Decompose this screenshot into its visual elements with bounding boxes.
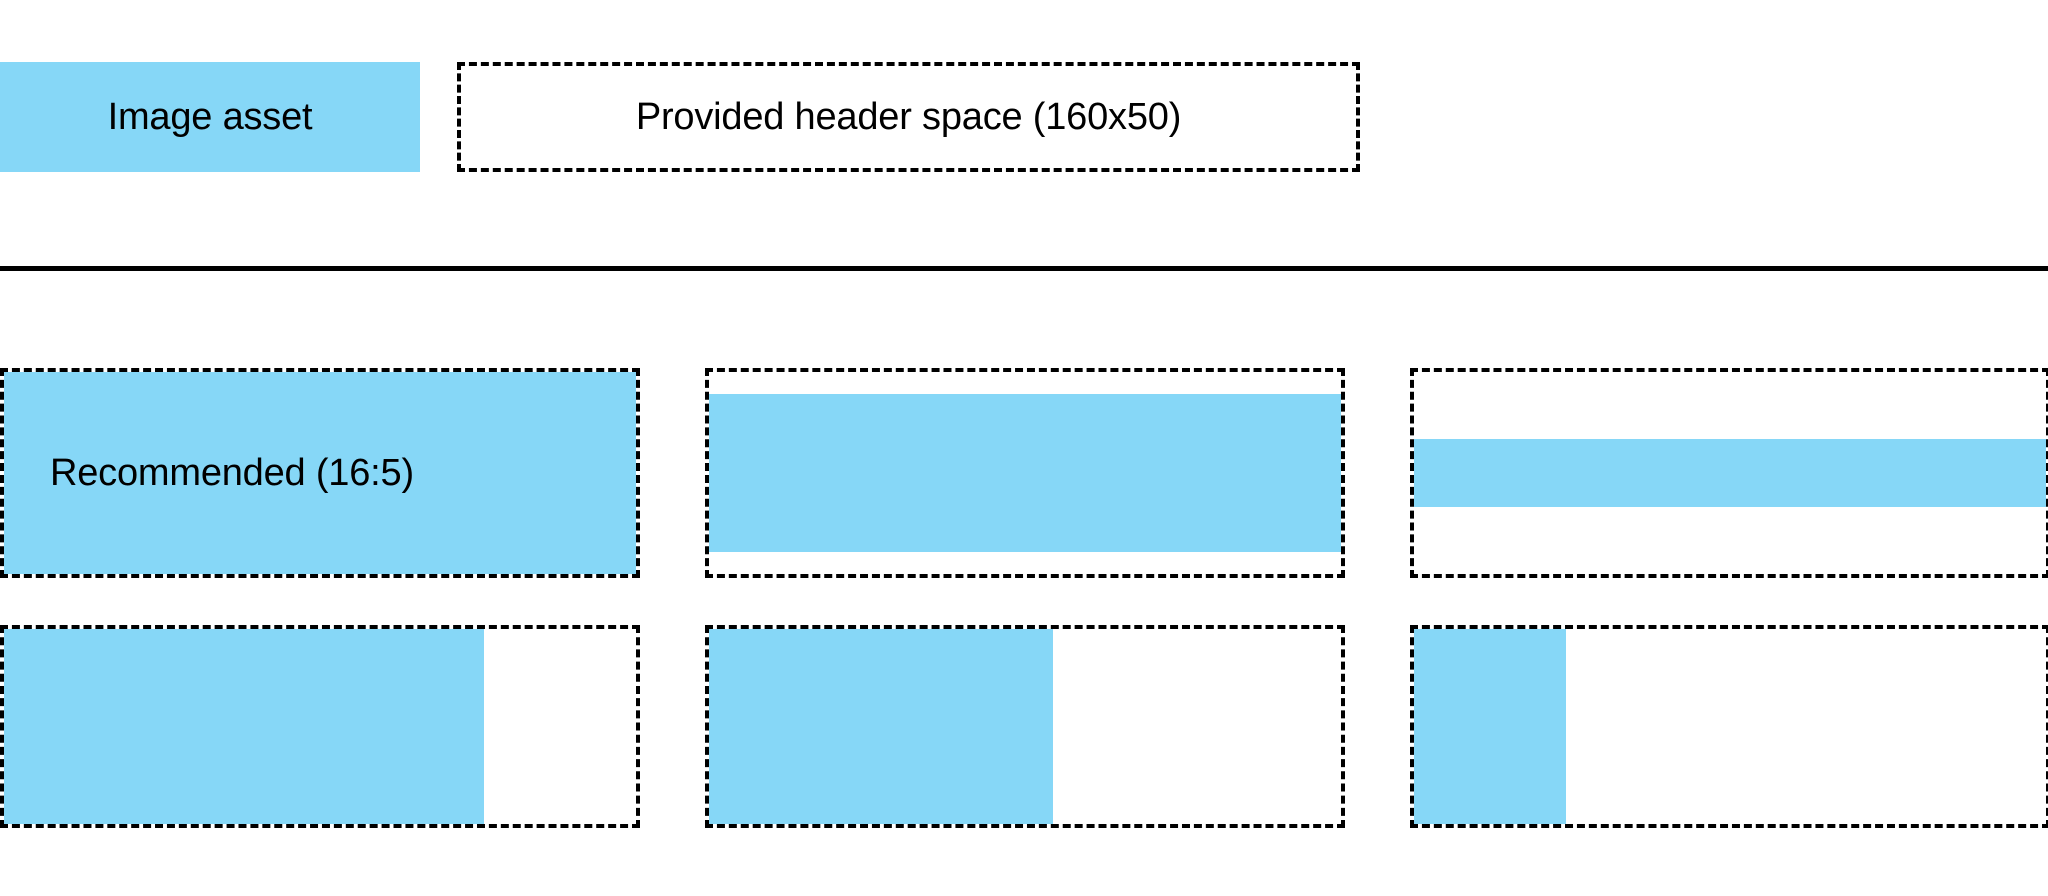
sample-box-r2c2 [705, 625, 1345, 828]
sample-box-r2c3 [1410, 625, 2048, 828]
sample-box-r1c3 [1410, 368, 2048, 578]
image-asset-swatch: Image asset [0, 62, 420, 172]
image-asset-label: Image asset [107, 96, 313, 138]
provided-header-space-label: Provided header space (160x50) [635, 96, 1182, 138]
asset-fill [709, 629, 1054, 824]
sample-box-r1c1: Recommended (16:5) [0, 368, 640, 578]
asset-fill [1414, 629, 1566, 824]
asset-fill [1414, 438, 2046, 508]
section-divider [0, 266, 2048, 271]
sample-box-r2c1 [0, 625, 640, 828]
asset-fill [4, 372, 636, 574]
asset-fill [4, 629, 485, 824]
asset-fill [709, 394, 1341, 552]
sample-box-r1c2 [705, 368, 1345, 578]
provided-header-space-box: Provided header space (160x50) [457, 62, 1360, 172]
